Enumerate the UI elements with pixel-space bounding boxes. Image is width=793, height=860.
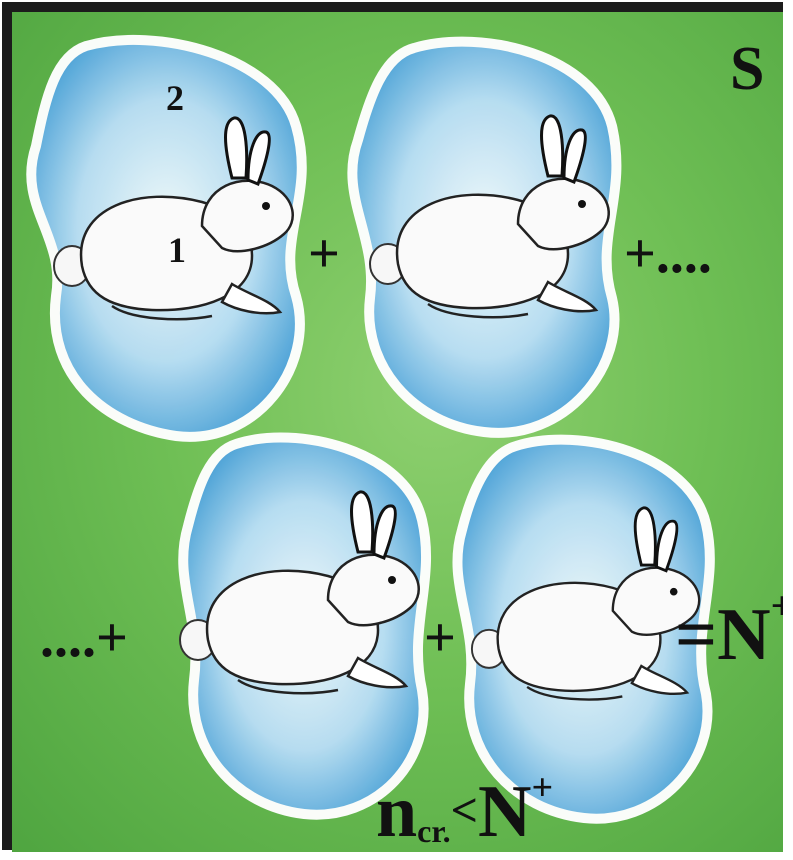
ineq-n: n <box>376 771 417 852</box>
ineq-superscript: + <box>531 767 553 809</box>
rabbit-icon <box>52 116 302 326</box>
equals-sign: = <box>675 594 717 676</box>
plus-sign-bottom: + <box>424 610 456 666</box>
equals-result: =N+ <box>675 586 783 672</box>
ineq-N: N <box>478 771 531 852</box>
result-superscript: + <box>771 583 783 628</box>
ring-number-label: 2 <box>166 80 184 116</box>
plus-sign-top: + <box>308 226 340 282</box>
rabbit-4-svg <box>470 506 708 706</box>
rabbit-3-svg <box>178 490 428 700</box>
plus-continuation-top: +.... <box>624 226 712 282</box>
rabbit-2-svg <box>368 114 618 324</box>
ineq-less-than: < <box>451 784 478 837</box>
result-n: N <box>717 594 770 676</box>
corner-label-s: S <box>730 38 764 100</box>
critical-inequality: ncr.<N+ <box>376 769 553 849</box>
rabbit-1-svg <box>52 116 302 326</box>
rabbit-icon <box>368 114 618 324</box>
ineq-subscript: cr. <box>417 813 450 849</box>
inner-number-label: 1 <box>168 232 186 268</box>
rabbit-icon <box>178 490 428 700</box>
continuation-plus-bottom: ....+ <box>40 610 128 666</box>
rabbit-icon <box>470 506 708 706</box>
figure-frame: S 2 1 + +.... ....+ + =N+ ncr.<N+ <box>2 2 783 850</box>
green-panel: S 2 1 + +.... ....+ + =N+ ncr.<N+ <box>12 12 783 852</box>
